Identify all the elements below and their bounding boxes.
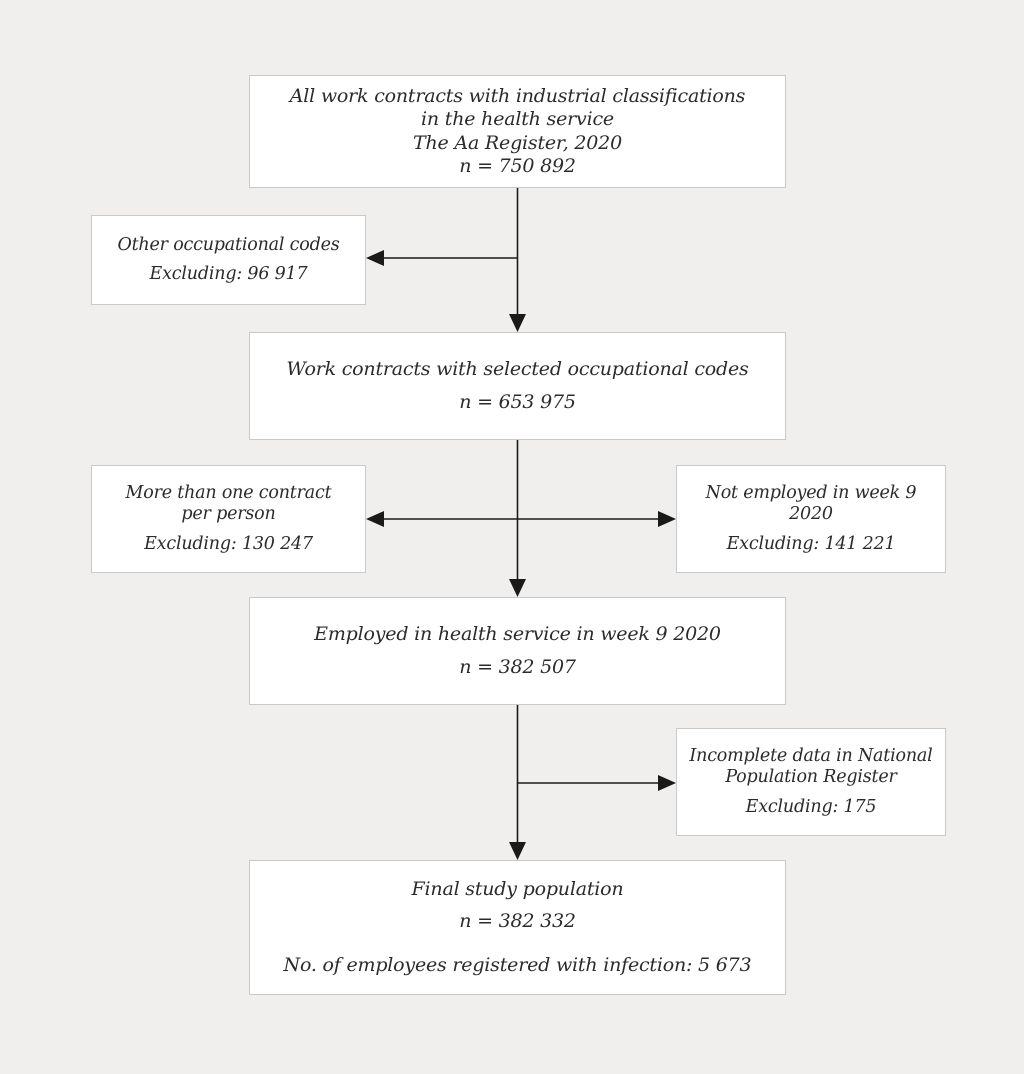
box-incomplete-data: Incomplete data in National Population R… [676, 728, 946, 836]
box-not-employed-excluding: Excluding: 141 221 [726, 533, 896, 554]
box-incomplete-data-line1: Incomplete data in National [689, 745, 933, 766]
box-employed-line1: Employed in health service in week 9 202… [314, 623, 721, 646]
box-incomplete-data-excluding: Excluding: 175 [745, 796, 877, 817]
arrowhead-left-2 [366, 511, 384, 527]
box-all-contracts-line2: in the health service [421, 108, 614, 131]
box-multiple-contracts: More than one contract per person Exclud… [91, 465, 366, 573]
box-not-employed: Not employed in week 9 2020 Excluding: 1… [676, 465, 946, 573]
box-selected-codes-n: n = 653 975 [459, 390, 576, 413]
arrowhead-left-1 [366, 250, 384, 266]
arrowhead-right-2 [658, 775, 676, 791]
box-multiple-contracts-line1: More than one contract [125, 482, 332, 503]
arrowhead-down-2 [509, 579, 526, 597]
box-other-codes-excluding: Excluding: 96 917 [149, 264, 308, 284]
box-all-contracts: All work contracts with industrial class… [249, 75, 786, 188]
box-all-contracts-line1: All work contracts with industrial class… [289, 85, 746, 108]
box-other-codes-line1: Other occupational codes [117, 234, 340, 255]
box-not-employed-line1: Not employed in week 9 2020 [705, 482, 917, 525]
box-multiple-contracts-excluding: Excluding: 130 247 [144, 533, 313, 554]
box-all-contracts-n: n = 750 892 [459, 154, 576, 177]
box-final-n: n = 382 332 [459, 910, 576, 933]
box-all-contracts-line3: The Aa Register, 2020 [413, 131, 622, 154]
box-multiple-contracts-line2: per person [181, 504, 276, 525]
arrowhead-down-3 [509, 842, 526, 860]
box-final: Final study population n = 382 332 No. o… [249, 860, 786, 995]
box-employed-n: n = 382 507 [459, 655, 576, 678]
box-final-infection: No. of employees registered with infecti… [283, 953, 752, 976]
box-incomplete-data-line2: Population Register [725, 767, 897, 788]
box-selected-codes: Work contracts with selected occupationa… [249, 332, 786, 440]
box-final-line1: Final study population [411, 878, 624, 901]
box-other-codes: Other occupational codes Excluding: 96 9… [91, 215, 366, 305]
box-selected-codes-line1: Work contracts with selected occupationa… [286, 358, 749, 381]
arrowhead-right-1 [658, 511, 676, 527]
arrowhead-down-1 [509, 314, 526, 332]
box-employed: Employed in health service in week 9 202… [249, 597, 786, 705]
